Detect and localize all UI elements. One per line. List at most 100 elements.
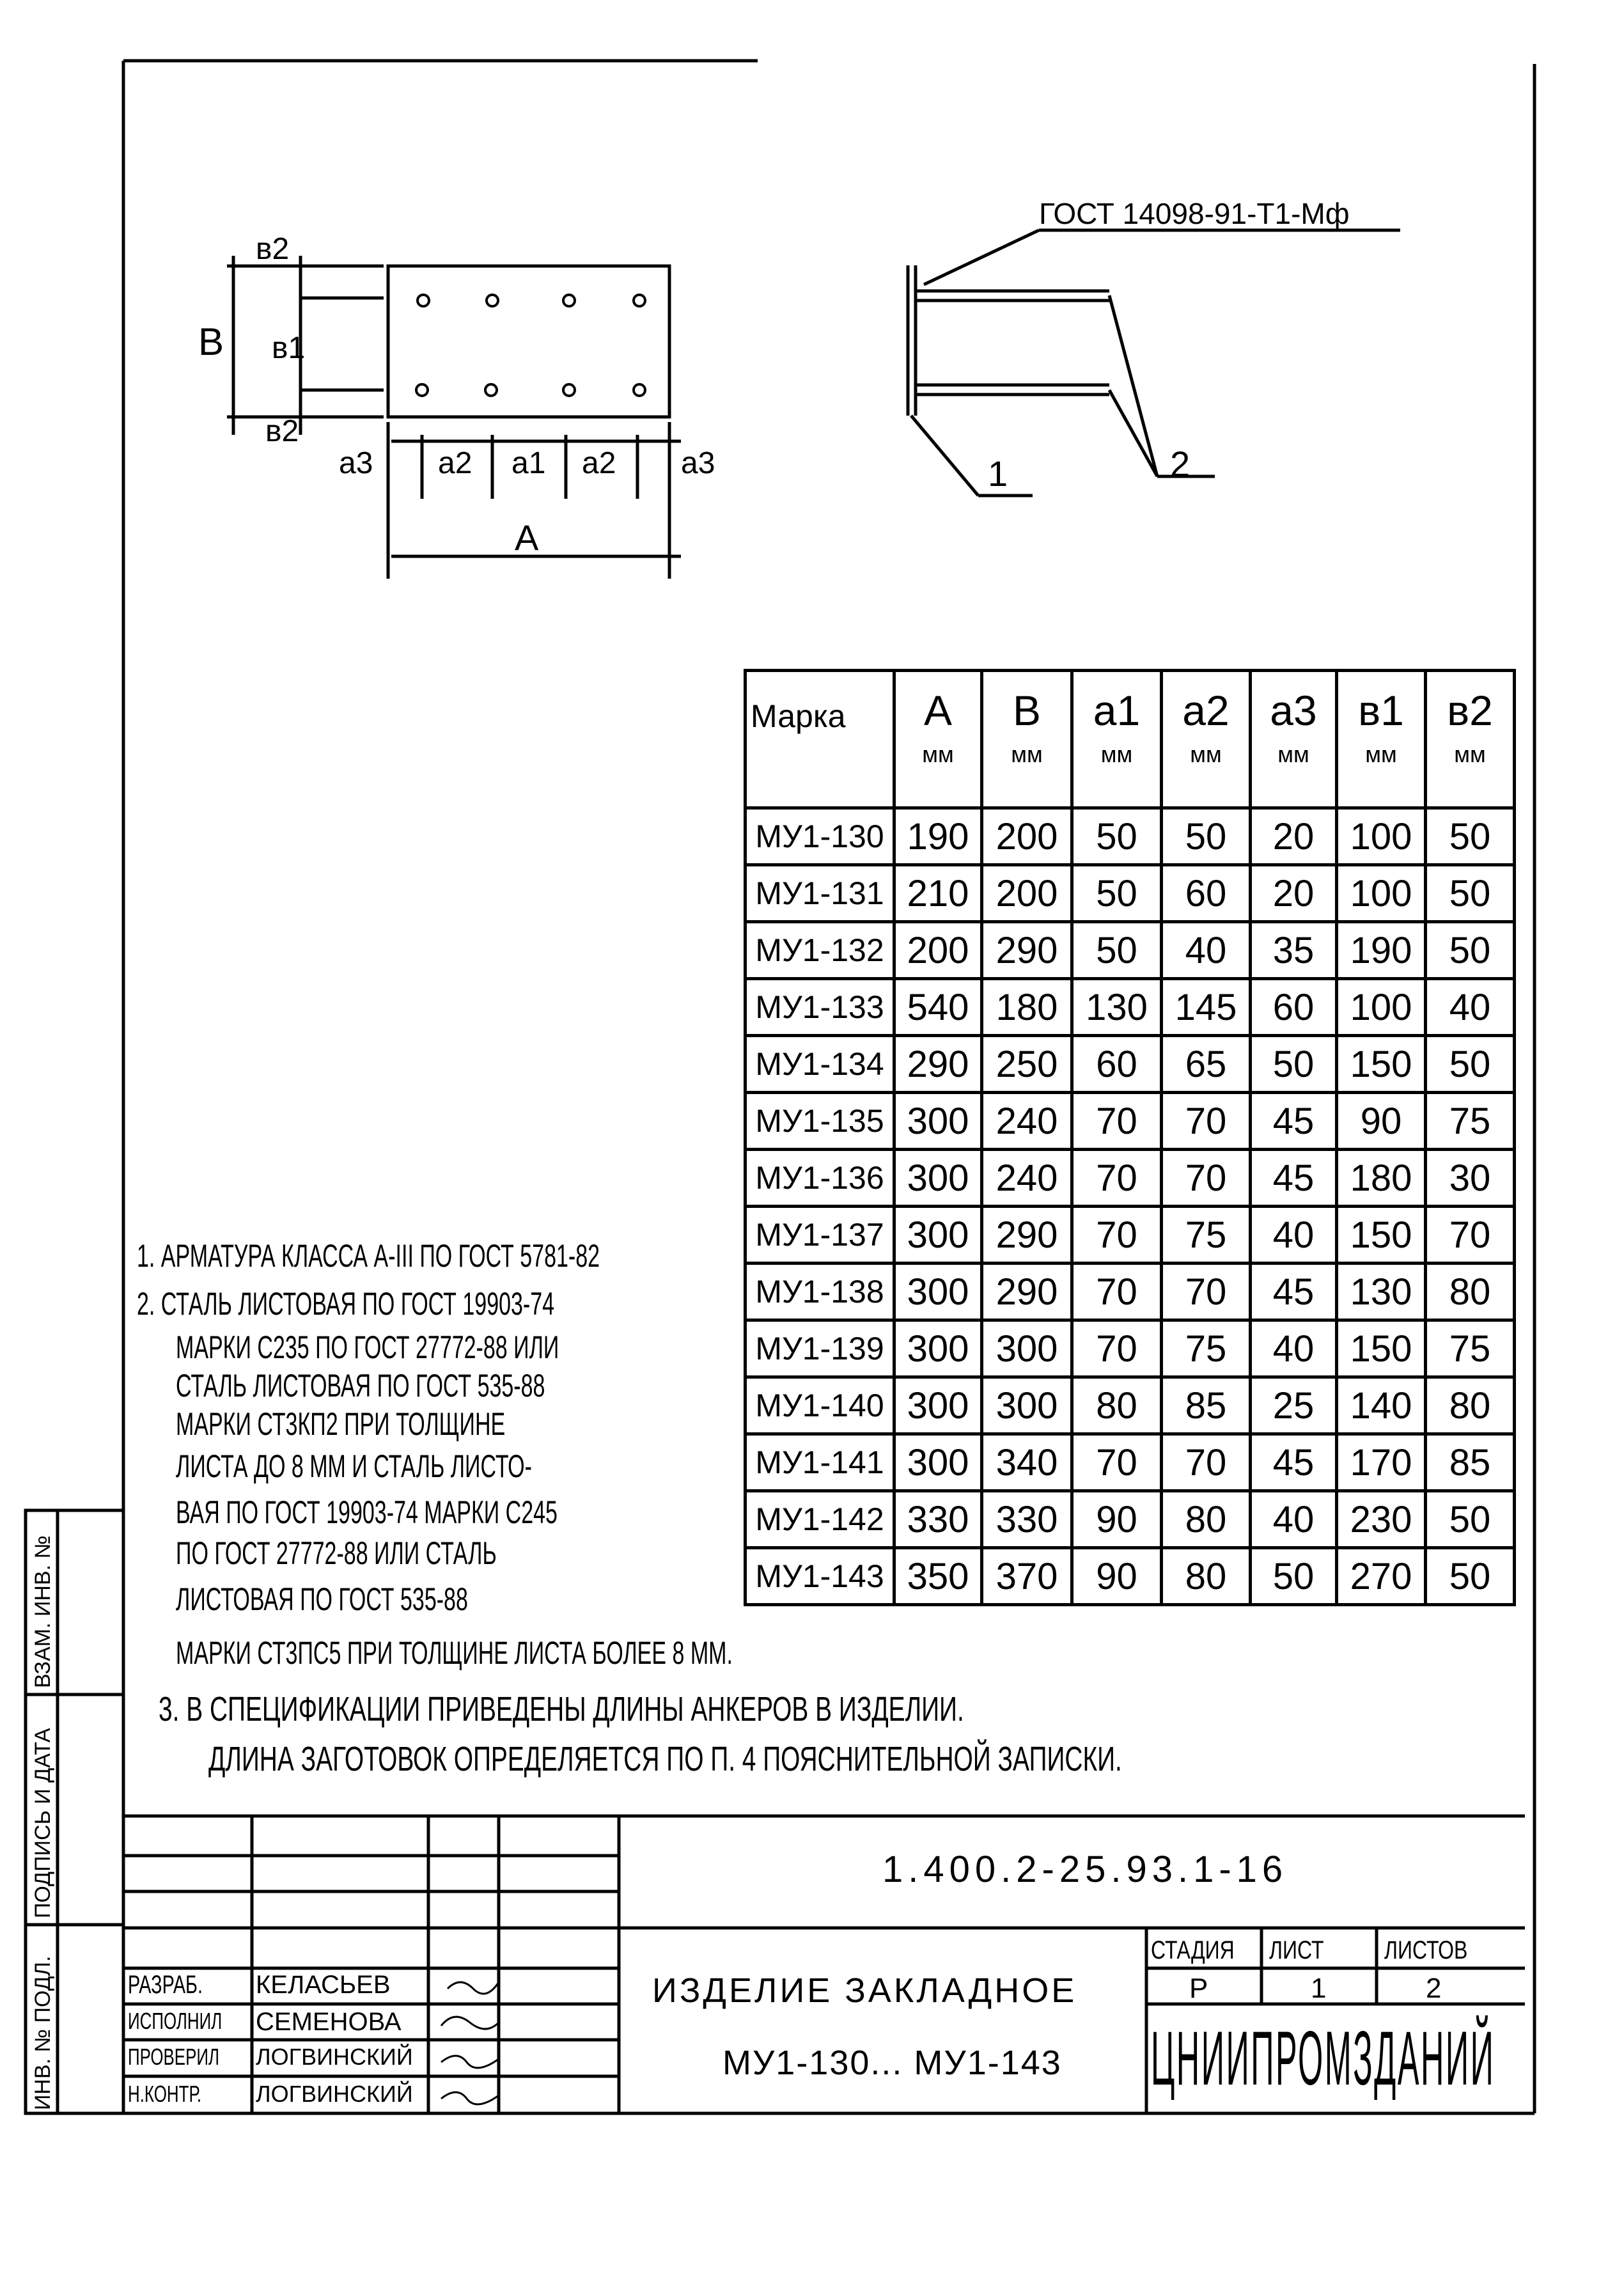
cell-mark: МУ1-138 <box>744 1262 896 1322</box>
sheet-value: 1 <box>1311 1973 1327 2004</box>
cell-value: 75 <box>1160 1319 1252 1379</box>
cell-value: 300 <box>893 1319 983 1379</box>
cell-value: 50 <box>1070 920 1163 980</box>
cell-value: 45 <box>1249 1262 1338 1322</box>
cell-value: 70 <box>1070 1205 1163 1265</box>
header-sym: a1 <box>1093 687 1141 734</box>
note-2-line: марки Ст3кп2 при толщине <box>176 1406 506 1442</box>
cell-value: 50 <box>1424 1546 1516 1606</box>
cell-value: 290 <box>980 1262 1074 1322</box>
cell-value: 50 <box>1424 1489 1516 1549</box>
dim-a2-right: a2 <box>582 446 616 480</box>
cell-mark: МУ1-142 <box>744 1489 896 1549</box>
dim-b2-top: в2 <box>256 232 289 266</box>
cell-value: 100 <box>1335 977 1427 1037</box>
role-name: Келасьев <box>256 1971 391 1999</box>
dim-a3-right: a3 <box>681 446 715 480</box>
cell-value: 250 <box>980 1034 1074 1094</box>
cell-value: 60 <box>1249 977 1338 1037</box>
note-2-line: листовая по ГОСТ 535-88 <box>176 1581 468 1617</box>
cell-value: 290 <box>893 1034 983 1094</box>
header-sym: a2 <box>1182 687 1230 734</box>
note-1: 1. Арматура класса А-III по ГОСТ 5781-82 <box>137 1238 600 1274</box>
cell-value: 145 <box>1160 977 1252 1037</box>
cell-value: 20 <box>1249 806 1338 866</box>
cell-value: 140 <box>1335 1375 1427 1436</box>
cell-value: 300 <box>893 1375 983 1436</box>
cell-value: 50 <box>1070 806 1163 866</box>
header-unit: мм <box>1011 741 1043 767</box>
dim-a1: a1 <box>511 446 545 480</box>
stage-label: Стадия <box>1151 1936 1235 1964</box>
cell-mark: МУ1-130 <box>744 806 896 866</box>
cell-value: 70 <box>1070 1432 1163 1492</box>
cell-value: 35 <box>1249 920 1338 980</box>
cell-value: 330 <box>893 1489 983 1549</box>
cell-value: 70 <box>1070 1319 1163 1379</box>
callout-2: 2 <box>1170 444 1190 484</box>
note-2-line: марки Ст3пс5 при толщине листа более 8 м… <box>176 1635 733 1671</box>
cell-value: 45 <box>1249 1148 1338 1208</box>
header-unit: мм <box>922 741 954 767</box>
cell-value: 190 <box>1335 920 1427 980</box>
note-2-line: марки С235 по ГОСТ 27772-88 или <box>176 1329 559 1365</box>
callout-1: 1 <box>988 453 1008 494</box>
header-cell: a2 мм <box>1160 669 1252 810</box>
note-2: 2. Сталь листовая по ГОСТ 19903-74 <box>137 1286 555 1322</box>
cell-value: 80 <box>1070 1375 1163 1436</box>
cell-mark: МУ1-131 <box>744 863 896 923</box>
cell-value: 70 <box>1070 1148 1163 1208</box>
header-unit: мм <box>1190 741 1222 767</box>
note-2-line: вая по ГОСТ 19903-74 марки С245 <box>176 1494 558 1530</box>
stamp-inv-replace: Взам. инв. № <box>31 1535 55 1688</box>
cell-value: 90 <box>1335 1091 1427 1151</box>
cell-value: 65 <box>1160 1034 1252 1094</box>
header-sym: A <box>923 687 953 734</box>
role-label: Исполнил <box>128 2008 223 2034</box>
role-name: Логвинский <box>256 2081 413 2107</box>
cell-value: 70 <box>1160 1432 1252 1492</box>
note-2-line: сталь листовая по ГОСТ 535-88 <box>176 1368 545 1404</box>
cell-value: 25 <box>1249 1375 1338 1436</box>
weld-note: ГОСТ 14098-91-Т1-Мф <box>1039 197 1350 230</box>
cell-value: 200 <box>980 806 1074 866</box>
header-unit: мм <box>1365 741 1397 767</box>
stage-value: Р <box>1189 1973 1208 2004</box>
cell-value: 290 <box>980 1205 1074 1265</box>
header-sym: в1 <box>1358 687 1404 734</box>
cell-value: 300 <box>893 1148 983 1208</box>
cell-mark: МУ1-137 <box>744 1205 896 1265</box>
cell-value: 75 <box>1160 1205 1252 1265</box>
cell-value: 50 <box>1424 806 1516 866</box>
cell-value: 90 <box>1070 1489 1163 1549</box>
stamp-sign-date: Подпись и дата <box>31 1728 55 1918</box>
cell-mark: МУ1-139 <box>744 1319 896 1379</box>
cell-value: 50 <box>1424 920 1516 980</box>
cell-value: 180 <box>1335 1148 1427 1208</box>
cell-value: 170 <box>1335 1432 1427 1492</box>
org-logo: ЦНИИПРОМЗДАНИЙ <box>1151 2016 1495 2101</box>
cell-value: 290 <box>980 920 1074 980</box>
cell-value: 540 <box>893 977 983 1037</box>
role-name: Семенова <box>256 2008 402 2036</box>
cell-value: 70 <box>1160 1262 1252 1322</box>
header-unit: мм <box>1100 741 1133 767</box>
note-3: 3. В спецификации приведены длины анкеро… <box>159 1690 964 1728</box>
doc-number: 1.400.2-25.93.1-16 <box>882 1849 1288 1890</box>
cell-value: 240 <box>980 1148 1074 1208</box>
cell-value: 150 <box>1335 1205 1427 1265</box>
dim-a3-left: a3 <box>339 446 373 480</box>
cell-mark: МУ1-134 <box>744 1034 896 1094</box>
header-cell: a1 мм <box>1070 669 1163 810</box>
